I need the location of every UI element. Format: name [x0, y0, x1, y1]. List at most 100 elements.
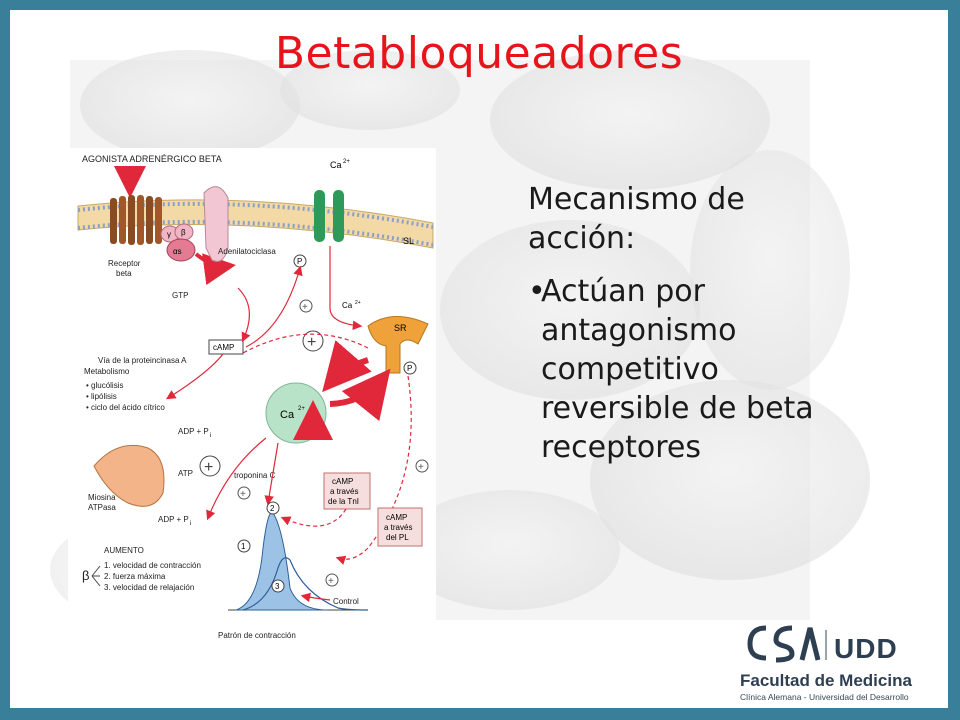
- receptor-label-2: beta: [116, 269, 132, 278]
- adp-pi-top: ADP + P: [178, 427, 209, 436]
- sr-uptake-arrow: [329, 368, 391, 422]
- faculty-name: Facultad de Medicina: [740, 671, 912, 690]
- metab-item-3: • ciclo del ácido cítrico: [86, 403, 165, 412]
- camp-pl-1: cAMP: [386, 513, 407, 522]
- marker-2: [266, 501, 280, 515]
- control-label: Control: [333, 597, 359, 606]
- camp-tni-box: [323, 472, 371, 510]
- slide-title: Betabloqueadores: [274, 28, 684, 79]
- marker-1-label: 1: [241, 542, 246, 551]
- gamma-label: γ: [167, 230, 171, 239]
- curve-control: [242, 557, 369, 611]
- marker-1: [237, 539, 251, 553]
- plus-6: [325, 573, 339, 587]
- plus-1-sign: +: [302, 302, 308, 313]
- ca-top-sup: 2+: [343, 159, 350, 165]
- metab-item-2: • lipólisis: [86, 392, 117, 401]
- increase-2: 2. fuerza máxima: [104, 572, 166, 581]
- pattern-label: Patrón de contracción: [218, 631, 296, 640]
- ca2-label: Ca: [342, 301, 353, 310]
- ca-channel-left: [314, 190, 325, 242]
- camp-tni-2: a través: [330, 487, 358, 496]
- control-arrow: [300, 592, 331, 603]
- plus-4-sign: +: [204, 459, 213, 476]
- calcium-pool: [265, 382, 327, 444]
- sr-organelle: [367, 315, 429, 374]
- camp-to-metab-arrow: [165, 353, 224, 400]
- increase-3: 3. velocidad de relajación: [104, 583, 194, 592]
- camp-pl-2: a través: [384, 523, 412, 532]
- slide: Betabloqueadores AGONISTA ADRENÉRGICO BE…: [10, 10, 948, 708]
- bullet-text: Actúan por antagonismo competitivo rever…: [541, 274, 814, 465]
- myosin-label: Miosina: [88, 493, 116, 502]
- beta-symbol: β: [82, 568, 89, 583]
- troponin-label: troponina C: [234, 471, 276, 480]
- atpase-label: ATPasa: [88, 503, 116, 512]
- alpha-s-label: αs: [173, 247, 182, 256]
- camp-tni-3: de la TnI: [328, 497, 359, 506]
- agonist-label: AGONISTA ADRENÉRGICO BETA: [82, 154, 222, 164]
- adenylate-label: Adenilatociclasa: [218, 247, 276, 256]
- atp-label: ATP: [178, 469, 193, 478]
- ca-center-sup: 2+: [298, 406, 305, 412]
- ca-to-troponin-arrow: [264, 442, 279, 506]
- ac-to-camp-arrow: [237, 287, 251, 343]
- tni-dashed-arrow: [280, 508, 347, 527]
- sr-release-arrow: [322, 340, 372, 393]
- bullet-marker: •: [528, 274, 546, 309]
- myosin-atpase: [93, 444, 165, 507]
- metab-title: Metabolismo: [84, 367, 130, 376]
- metab-item-1: • glucólisis: [86, 381, 123, 390]
- beta-subunit-label: β: [181, 228, 186, 237]
- body-heading: Mecanismo de acción:: [528, 182, 745, 256]
- pka-label: Vía de la proteincinasa A: [98, 356, 187, 365]
- phospho-2: [403, 361, 417, 375]
- pi-sub-top: i: [210, 433, 211, 439]
- pills-background: [50, 50, 870, 620]
- plus-1: [299, 299, 313, 313]
- increase-1: 1. velocidad de contracción: [104, 561, 201, 570]
- logo-svg: UDD Facultad de Medicina Clínica Alemana…: [740, 625, 912, 702]
- ca-top-label: Ca: [330, 160, 342, 170]
- marker-3: [271, 579, 285, 593]
- marker-3-label: 3: [275, 582, 280, 591]
- camp-pl-3: del PL: [386, 533, 409, 542]
- sl-label: SL: [403, 236, 414, 246]
- gtp-label: GTP: [172, 291, 188, 300]
- body-text: Mecanismo de acción: • Actúan por antago…: [528, 180, 858, 481]
- camp-box: [208, 339, 244, 355]
- clinic-name: Clínica Alemana - Universidad del Desarr…: [740, 692, 909, 702]
- aumento-label: AUMENTO: [104, 546, 144, 555]
- ca2-sup: 2+: [355, 300, 361, 306]
- alpha-s-subunit: [166, 238, 196, 262]
- diagram-svg: AGONISTA ADRENÉRGICO BETA Receptor beta …: [77, 154, 434, 640]
- marker-2-label: 2: [270, 504, 275, 513]
- phospho-1-label: P: [297, 257, 302, 266]
- plus-5: [237, 486, 251, 500]
- ca-influx-arrow: [329, 246, 363, 331]
- bullet-item: • Actúan por antagonismo competitivo rev…: [528, 272, 858, 467]
- receptor-label: Receptor: [108, 259, 141, 268]
- phospho-2-label: P: [407, 364, 412, 373]
- camp-pl-box: [377, 507, 423, 547]
- plus-6-sign: +: [328, 576, 334, 587]
- sr-label: SR: [394, 323, 407, 333]
- curve-enhanced: [235, 511, 329, 611]
- camp-sr-dashed: [242, 333, 369, 354]
- plus-3: [415, 459, 429, 473]
- ca-channel-right: [333, 190, 344, 242]
- adp-pi-bottom: ADP + P: [158, 515, 189, 524]
- camp-to-channel-arrow: [245, 265, 303, 348]
- camp-label: cAMP: [213, 343, 234, 352]
- mechanism-diagram: AGONISTA ADRENÉRGICO BETA Receptor beta …: [68, 148, 436, 646]
- plus-4: [199, 455, 221, 477]
- camp-tni-1: cAMP: [332, 477, 353, 486]
- plus-3-sign: +: [418, 462, 424, 473]
- pi-sub-bottom: i: [190, 521, 191, 527]
- plus-2-sign: +: [307, 334, 316, 351]
- faculty-logo: UDD Facultad de Medicina Clínica Alemana…: [736, 616, 942, 706]
- beta-fan-lines: [91, 565, 101, 587]
- ca-center-label: Ca: [280, 409, 295, 421]
- cas-emblem: [747, 625, 821, 663]
